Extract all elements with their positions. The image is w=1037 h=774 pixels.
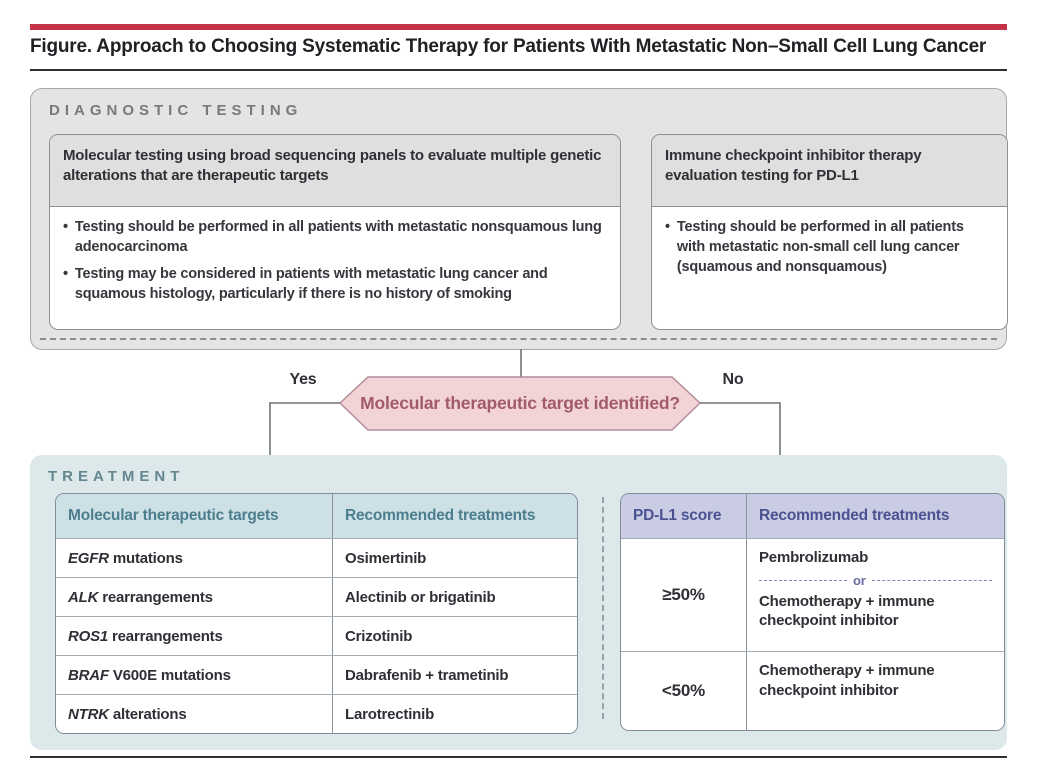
treatment-cell: Crizotinib [345,627,413,645]
list-item: • Testing should be performed in all pat… [63,217,607,257]
treatment-option: Pembrolizumab [759,549,869,566]
diagnostic-bottom-dashed-line [40,338,997,340]
table-header-row: Molecular therapeutic targets Recommende… [56,494,577,538]
column-header: Molecular therapeutic targets [56,494,333,538]
list-item: • Testing may be considered in patients … [63,264,607,304]
treatment-option: Chemotherapy + immune checkpoint inhibit… [759,592,935,630]
list-item: • Testing should be performed in all pat… [665,217,994,277]
bottom-divider [30,756,1007,758]
bullet-icon: • [63,219,68,235]
target-cell: ROS1 rearrangements [56,617,333,655]
treatment-section-label: TREATMENT [48,468,185,485]
target-description: mutations [108,549,183,567]
decision-question: Molecular therapeutic target identified? [360,392,680,413]
treatment-panel: TREATMENT Molecular therapeutic targets … [30,455,1007,750]
molecular-testing-box: Molecular testing using broad sequencing… [49,134,621,330]
figure-title: Figure. Approach to Choosing Systematic … [30,36,987,57]
tables-dashed-separator [602,497,604,719]
table-header-row: PD-L1 score Recommended treatments [621,494,1004,538]
gene-name: ROS1 [68,627,109,645]
table-row: ROS1 rearrangements Crizotinib [56,616,577,655]
pdl1-score-cell: ≥50% [621,539,747,651]
target-cell: BRAF V600E mutations [56,656,333,694]
table-row: BRAF V600E mutations Dabrafenib + tramet… [56,655,577,694]
no-branch-label: No [722,371,744,388]
target-cell: ALK rearrangements [56,578,333,616]
yes-branch-label: Yes [289,371,317,388]
bullet-text: Testing should be performed in all patie… [676,219,964,275]
table-row: ≥50% Pembrolizumab or Chemotherapy + imm… [621,538,1004,651]
target-description: rearrangements [108,627,223,645]
target-description: V600E mutations [108,666,231,684]
diagnostic-testing-panel: DIAGNOSTIC TESTING Molecular testing usi… [30,88,1008,350]
immune-checkpoint-box-header: Immune checkpoint inhibitor therapy eval… [652,135,1007,207]
target-cell: NTRK alterations [56,695,333,733]
gene-name: BRAF [68,666,109,684]
molecular-testing-box-body: • Testing should be performed in all pat… [50,207,620,304]
bullet-icon: • [63,266,68,282]
bullet-icon: • [665,219,670,235]
dashed-line-icon [759,579,847,581]
target-description: rearrangements [98,588,213,606]
column-header: Recommended treatments [759,507,950,524]
dashed-line-icon [871,579,992,581]
table-row: EGFR mutations Osimertinib [56,538,577,577]
treatment-cell: Larotrectinib [345,705,435,723]
or-label: or [853,572,866,588]
target-cell: EGFR mutations [56,539,333,577]
target-description: alterations [108,705,187,723]
column-header: PD-L1 score [621,494,747,538]
gene-name: EGFR [68,549,109,567]
immune-checkpoint-box: Immune checkpoint inhibitor therapy eval… [651,134,1008,330]
pdl1-score-table: PD-L1 score Recommended treatments ≥50% … [620,493,1005,731]
immune-checkpoint-box-body: • Testing should be performed in all pat… [652,207,1007,277]
molecular-targets-table: Molecular therapeutic targets Recommende… [55,493,578,734]
treatment-option: Chemotherapy + immune checkpoint inhibit… [759,662,935,699]
accent-top-bar [30,24,1007,30]
table-row: ALK rearrangements Alectinib or brigatin… [56,577,577,616]
table-row: <50% Chemotherapy + immune checkpoint in… [621,651,1004,730]
title-divider [30,69,1007,71]
treatment-cell: Osimertinib [345,549,427,567]
bullet-text: Testing may be considered in patients wi… [74,266,548,302]
treatment-cell: Alectinib or brigatinib [345,588,496,606]
pdl1-score-cell: <50% [621,652,747,730]
bullet-text: Testing should be performed in all patie… [74,219,602,255]
gene-name: NTRK [68,705,109,723]
molecular-testing-box-header: Molecular testing using broad sequencing… [50,135,620,207]
diagnostic-section-label: DIAGNOSTIC TESTING [49,102,303,119]
or-divider: or [759,573,992,588]
gene-name: ALK [68,588,99,606]
column-header: Recommended treatments [345,507,536,524]
treatment-cell: Pembrolizumab or Chemotherapy + immune c… [747,539,1004,651]
treatment-cell: Chemotherapy + immune checkpoint inhibit… [747,652,1004,730]
treatment-cell: Dabrafenib + trametinib [345,666,509,684]
table-row: NTRK alterations Larotrectinib [56,694,577,733]
